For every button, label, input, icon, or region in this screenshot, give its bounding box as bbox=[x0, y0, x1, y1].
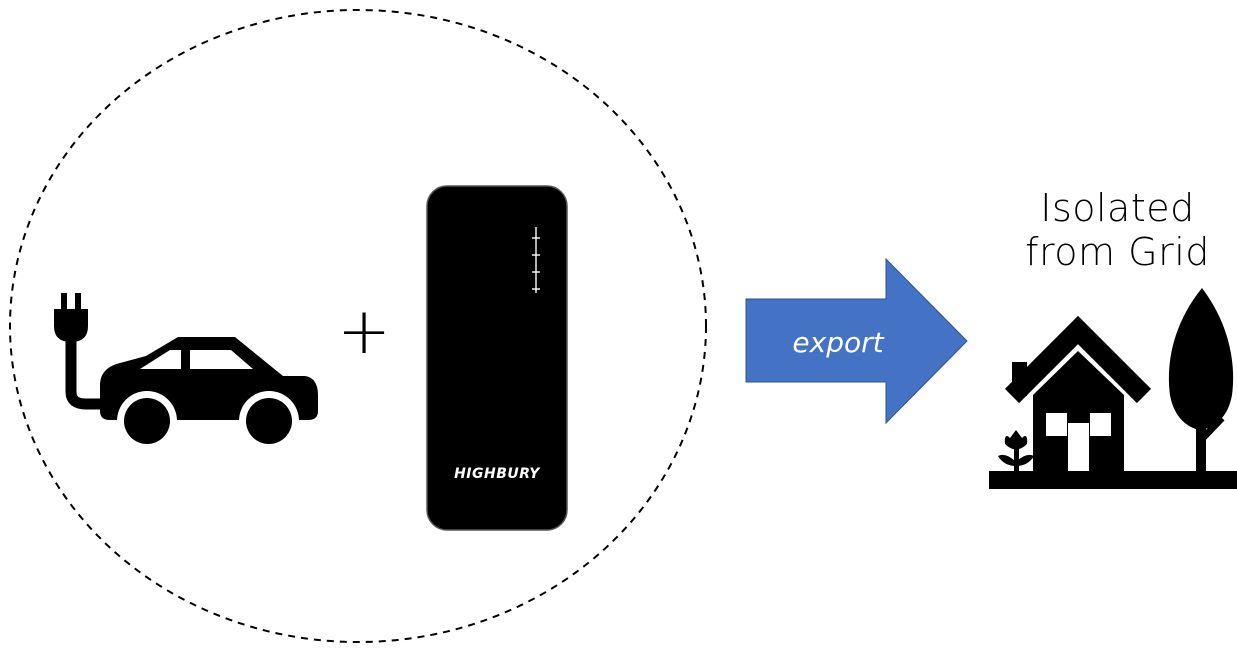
tree-icon bbox=[1168, 288, 1234, 473]
electric-car-icon bbox=[54, 293, 318, 451]
house-label-line2: from Grid bbox=[1025, 230, 1210, 274]
house-icon bbox=[989, 315, 1237, 489]
plus-operator: + bbox=[337, 295, 391, 369]
house-label-line1: Isolated bbox=[1040, 186, 1195, 230]
system-boundary-circle bbox=[9, 9, 707, 643]
charger-brand-label: HIGHBURY bbox=[454, 466, 541, 482]
flower-icon bbox=[998, 430, 1034, 472]
charger-status-leds bbox=[532, 227, 540, 293]
house-label: Isolated from Grid bbox=[990, 186, 1237, 274]
export-arrow-icon: export bbox=[745, 257, 968, 425]
export-arrow-label: export bbox=[792, 326, 884, 359]
ev-charger-icon: HIGHBURY bbox=[426, 185, 568, 531]
